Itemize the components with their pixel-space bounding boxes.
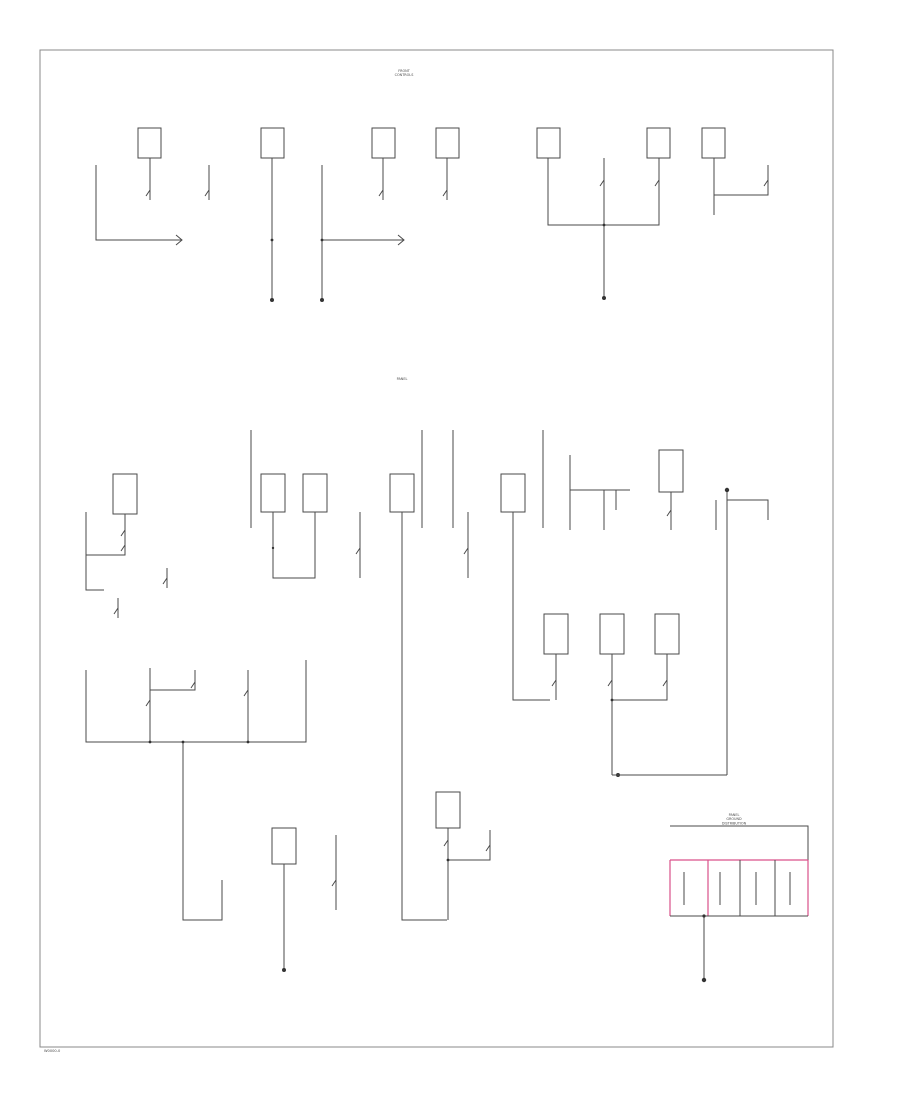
diagram-frame xyxy=(39,49,834,1048)
component-box xyxy=(500,473,526,513)
middle-right-group xyxy=(543,449,769,777)
component-box xyxy=(137,127,162,159)
component-box xyxy=(302,473,328,513)
component-box xyxy=(435,127,460,159)
component-box xyxy=(260,127,285,159)
bottom-center-group xyxy=(271,791,491,972)
component-box xyxy=(543,613,569,655)
component-box xyxy=(646,127,671,159)
footer-code: W0000-0 xyxy=(44,1049,61,1053)
component-box xyxy=(271,827,297,865)
component-box xyxy=(658,449,684,493)
component-box xyxy=(654,613,680,655)
ground-terminal xyxy=(320,298,324,302)
ground-terminal xyxy=(282,968,286,972)
component-box xyxy=(112,473,138,515)
ground-terminal xyxy=(701,977,707,983)
top-right-group xyxy=(536,127,769,300)
panel-section-title: PANEL xyxy=(397,377,408,381)
ground-terminal xyxy=(602,296,606,300)
component-box xyxy=(260,473,286,513)
middle-center-group xyxy=(250,430,550,921)
component-box xyxy=(701,127,726,159)
ground-distribution-block xyxy=(669,825,809,983)
middle-left-group xyxy=(85,473,307,921)
component-box xyxy=(389,473,415,513)
component-box xyxy=(536,127,561,159)
component-box xyxy=(599,613,625,655)
component-box xyxy=(371,127,396,159)
top-left-group xyxy=(95,127,460,302)
ground-terminal xyxy=(270,298,274,302)
component-box xyxy=(435,791,461,829)
